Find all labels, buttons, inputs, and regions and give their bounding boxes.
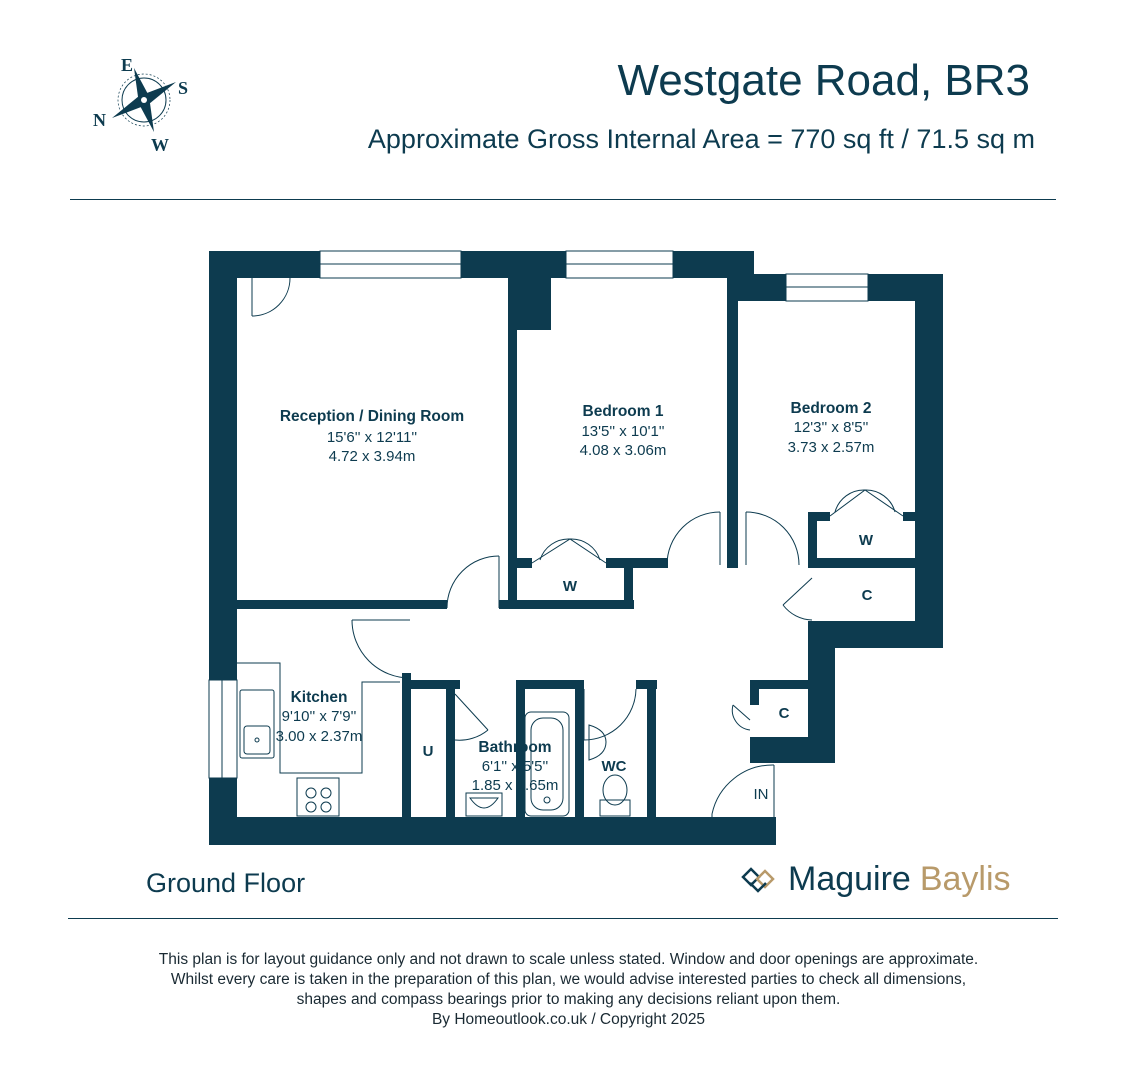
sink-icon: [239, 689, 275, 759]
brand-logo: Maguire Baylis: [740, 860, 1011, 899]
area-subtitle: Approximate Gross Internal Area = 770 sq…: [367, 124, 1035, 154]
walls: [209, 251, 943, 845]
compass-icon: E S N W: [93, 55, 188, 155]
disclaimer: This plan is for layout guidance only an…: [60, 950, 1077, 1030]
bedroom2-name: Bedroom 2: [791, 400, 872, 417]
brand-diamond-icon: [741, 866, 775, 893]
wardrobe-label-bedroom2: W: [859, 532, 874, 549]
room-kitchen: Kitchen 9'10'' x 7'9'' 3.00 x 2.37m: [276, 689, 363, 745]
windows: [208, 250, 869, 779]
compass-s: S: [178, 78, 188, 98]
top-divider: [70, 199, 1056, 200]
utility-label: U: [423, 743, 434, 760]
hob-icon: [296, 777, 340, 817]
floor-label: Ground Floor: [146, 868, 306, 898]
reception-name: Reception / Dining Room: [280, 408, 464, 425]
compass-w: W: [151, 135, 169, 155]
room-reception: Reception / Dining Room 15'6'' x 12'11''…: [280, 408, 464, 465]
kitchen-name: Kitchen: [291, 689, 348, 706]
brand-name-secondary: Baylis: [919, 860, 1011, 898]
bathroom-name: Bathroom: [478, 739, 551, 756]
reception-imperial: 15'6'' x 12'11'': [327, 429, 417, 446]
bottom-divider: [68, 918, 1058, 919]
bath-icon: [524, 711, 570, 817]
bathroom-imperial: 6'1'' x 5'5'': [482, 758, 549, 775]
compass-n: N: [93, 110, 106, 130]
bedroom2-metric: 3.73 x 2.57m: [788, 439, 875, 456]
bedroom1-metric: 4.08 x 3.06m: [580, 442, 667, 459]
fixtures: [237, 662, 631, 817]
copyright-line: By Homeoutlook.co.uk / Copyright 2025: [431, 1011, 706, 1028]
kitchen-imperial: 9'10'' x 7'9'': [282, 708, 357, 725]
room-bathroom: Bathroom 6'1'' x 5'5'' 1.85 x 1.65m: [472, 739, 559, 794]
bedroom1-name: Bedroom 1: [583, 403, 664, 420]
room-bedroom-2: Bedroom 2 12'3'' x 8'5'' 3.73 x 2.57m: [788, 400, 875, 456]
toilet-icon: [599, 799, 631, 817]
disclaimer-line: Whilst every care is taken in the prepar…: [170, 971, 967, 988]
doors: [251, 277, 904, 817]
cupboard-label-1: C: [862, 587, 873, 604]
disclaimer-line: This plan is for layout guidance only an…: [158, 951, 979, 968]
basin-icon: [465, 792, 503, 817]
room-bedroom-1: Bedroom 1 13'5'' x 10'1'' 4.08 x 3.06m: [580, 403, 667, 459]
wardrobe-label-bedroom1: W: [563, 578, 578, 595]
kitchen-metric: 3.00 x 2.37m: [276, 728, 363, 745]
cupboard-label-2: C: [779, 705, 790, 722]
wc-label: WC: [602, 758, 627, 775]
entrance-label: IN: [754, 786, 769, 803]
wc-basin-icon: [588, 724, 607, 761]
bedroom2-imperial: 12'3'' x 8'5'': [794, 419, 869, 436]
compass-e: E: [121, 55, 133, 75]
disclaimer-line: shapes and compass bearings prior to mak…: [296, 991, 841, 1008]
reception-metric: 4.72 x 3.94m: [329, 448, 416, 465]
brand-name-primary: Maguire: [788, 860, 911, 898]
page-title: Westgate Road, BR3: [617, 56, 1030, 105]
bedroom1-imperial: 13'5'' x 10'1'': [581, 423, 664, 440]
bathroom-metric: 1.85 x 1.65m: [472, 777, 559, 794]
